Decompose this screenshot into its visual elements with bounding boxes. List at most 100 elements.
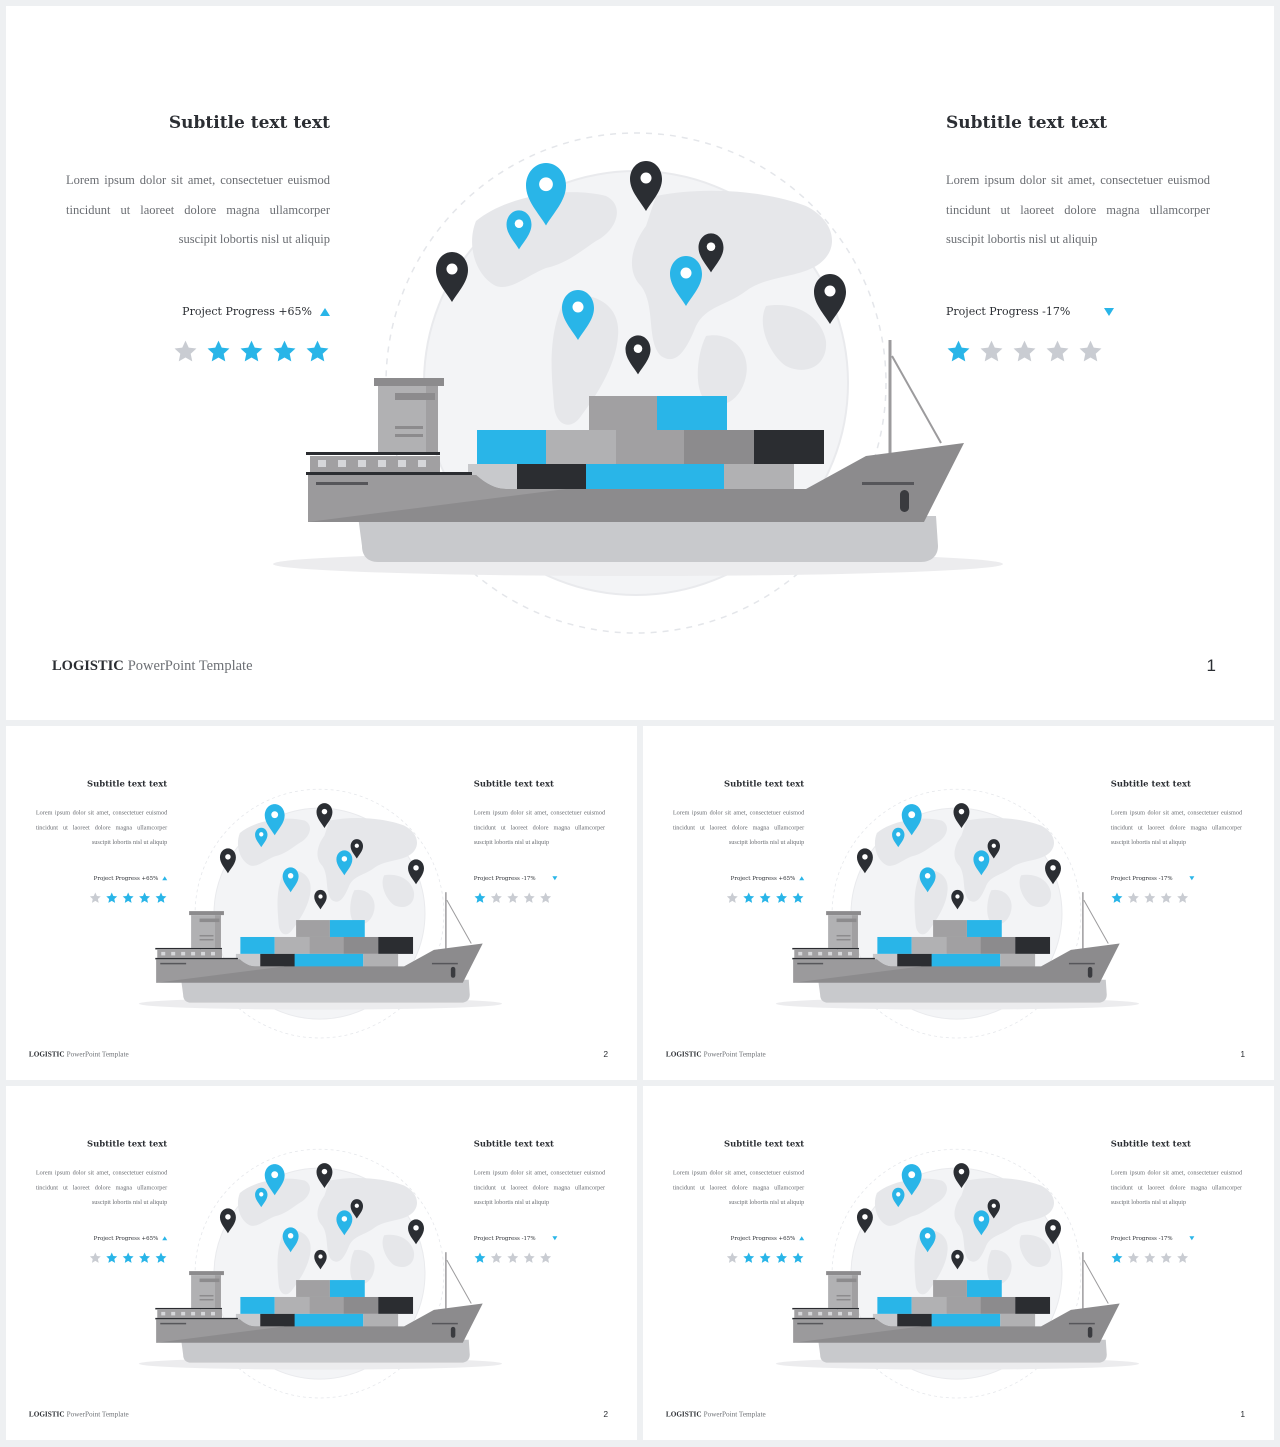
left-progress: Project Progress +65% <box>36 1234 168 1243</box>
main-hull <box>308 443 964 522</box>
hull-stripe-bow <box>431 1322 458 1325</box>
star-icon <box>507 1252 519 1263</box>
main-hull <box>793 943 1120 983</box>
left-progress-label: Project Progress +65% <box>93 874 159 882</box>
deck-rail-lower <box>155 957 238 960</box>
pins <box>436 161 846 375</box>
right-body-text: Lorem ipsum dolor sit amet, consectetuer… <box>1110 809 1243 846</box>
ship-world-illustration <box>775 788 1140 1039</box>
hull-stripe-bow <box>1068 962 1095 965</box>
left-star-rating <box>36 1251 167 1263</box>
map-pin-icon <box>625 335 651 375</box>
left-column: Subtitle text text Lorem ipsum dolor sit… <box>35 778 168 904</box>
right-progress-label: Project Progress -17% <box>473 874 536 882</box>
triangle-up-icon <box>799 1236 805 1241</box>
footer-tagline: PowerPoint Template <box>703 1410 766 1419</box>
page-number: 2 <box>603 1409 609 1419</box>
right-subtitle: Subtitle text text <box>473 1139 554 1150</box>
star-icon <box>122 1252 134 1263</box>
map-pin-icon <box>316 1163 333 1189</box>
right-column: Subtitle text text Lorem ipsum dolor sit… <box>474 1138 605 1264</box>
left-subtitle: Subtitle text text <box>87 1139 168 1150</box>
mast-rope <box>1083 899 1109 944</box>
star-icon <box>122 892 134 903</box>
pins <box>219 803 424 910</box>
left-progress: Project Progress +65% <box>36 874 168 883</box>
footer-brand-name: LOGISTIC <box>28 1410 65 1419</box>
left-progress: Project Progress +65% <box>66 303 330 321</box>
left-body-text: Lorem ipsum dolor sit amet, consectetuer… <box>35 809 168 846</box>
star-icon <box>980 340 1003 361</box>
slide-thumbnail[interactable]: Subtitle text text Lorem ipsum dolor sit… <box>643 726 1274 1080</box>
left-star-rating <box>673 891 804 903</box>
right-star-rating <box>946 339 1210 364</box>
right-column: Subtitle text text Lorem ipsum dolor sit… <box>946 110 1210 364</box>
lower-hull <box>818 1339 1107 1363</box>
left-progress-label: Project Progress +65% <box>730 874 796 882</box>
anchor-hole <box>1087 1326 1093 1338</box>
deck-rail-lower <box>306 472 472 475</box>
slide-thumbnail[interactable]: Subtitle text text Lorem ipsum dolor sit… <box>6 6 1274 720</box>
left-body-text: Lorem ipsum dolor sit amet, consectetuer… <box>672 1169 805 1206</box>
star-icon <box>523 892 535 903</box>
mast-rope <box>891 355 942 444</box>
slide-thumbnail[interactable]: Subtitle text text Lorem ipsum dolor sit… <box>6 726 637 1080</box>
slide-thumbnail[interactable]: Subtitle text text Lorem ipsum dolor sit… <box>643 1086 1274 1440</box>
left-column: Subtitle text text Lorem ipsum dolor sit… <box>673 778 805 904</box>
right-progress-label: Project Progress -17% <box>946 305 1071 318</box>
star-icon <box>540 1252 552 1263</box>
star-icon <box>1160 892 1172 903</box>
footer-brand-name: LOGISTIC <box>52 658 124 674</box>
containers <box>872 1280 1051 1329</box>
map-pin-icon <box>814 274 846 324</box>
ship-world-illustration <box>775 1148 1140 1399</box>
map-pin-icon <box>892 1187 905 1208</box>
left-star-rating <box>66 339 330 364</box>
footer-tagline: PowerPoint Template <box>66 1050 129 1059</box>
hull-stripe <box>160 962 187 965</box>
right-column: Subtitle text text Lorem ipsum dolor sit… <box>1111 1138 1242 1264</box>
map-pin-icon <box>255 1187 268 1208</box>
triangle-down-icon <box>1189 876 1195 881</box>
right-body-text: Lorem ipsum dolor sit amet, consectetuer… <box>473 1169 606 1206</box>
map-pin-icon <box>282 867 299 893</box>
map-pin-icon <box>630 161 662 211</box>
deck-windows <box>798 951 852 956</box>
mast-rope <box>446 1259 472 1304</box>
map-pin-icon <box>219 1208 236 1234</box>
slide-thumbnail[interactable]: Subtitle text text Lorem ipsum dolor sit… <box>6 1086 637 1440</box>
map-pin-icon <box>314 1249 327 1270</box>
right-body-text: Lorem ipsum dolor sit amet, consectetuer… <box>473 809 606 846</box>
triangle-up-icon <box>162 1236 168 1241</box>
pins <box>856 1163 1061 1270</box>
left-subtitle: Subtitle text text <box>87 779 168 790</box>
star-icon <box>1177 892 1189 903</box>
right-subtitle: Subtitle text text <box>946 113 1108 133</box>
triangle-down-icon <box>552 876 558 881</box>
right-progress: Project Progress -17% <box>474 874 558 883</box>
triangle-down-icon <box>1189 1236 1195 1241</box>
deck-windows <box>161 951 215 956</box>
deck-rail <box>792 1307 859 1310</box>
page-number: 2 <box>603 1049 609 1059</box>
ship-world-illustration <box>273 132 1003 634</box>
left-subtitle: Subtitle text text <box>724 1139 805 1150</box>
map-pin-icon <box>987 1199 1001 1219</box>
star-icon <box>1160 1252 1172 1263</box>
left-progress: Project Progress +65% <box>673 1234 805 1243</box>
star-icon <box>474 892 486 903</box>
map-pin-icon <box>264 1164 285 1196</box>
deck-windows <box>798 1311 852 1316</box>
star-icon <box>240 340 263 361</box>
anchor-hole <box>1087 966 1093 978</box>
right-progress: Project Progress -17% <box>946 303 1114 321</box>
star-icon <box>743 892 755 903</box>
left-progress-label: Project Progress +65% <box>182 305 312 318</box>
left-body-text: Lorem ipsum dolor sit amet, consectetuer… <box>66 173 330 246</box>
right-star-rating <box>474 891 605 903</box>
map-pin-icon <box>336 850 353 876</box>
deck-rail-lower <box>155 1317 238 1320</box>
map-pin-icon <box>255 827 268 848</box>
